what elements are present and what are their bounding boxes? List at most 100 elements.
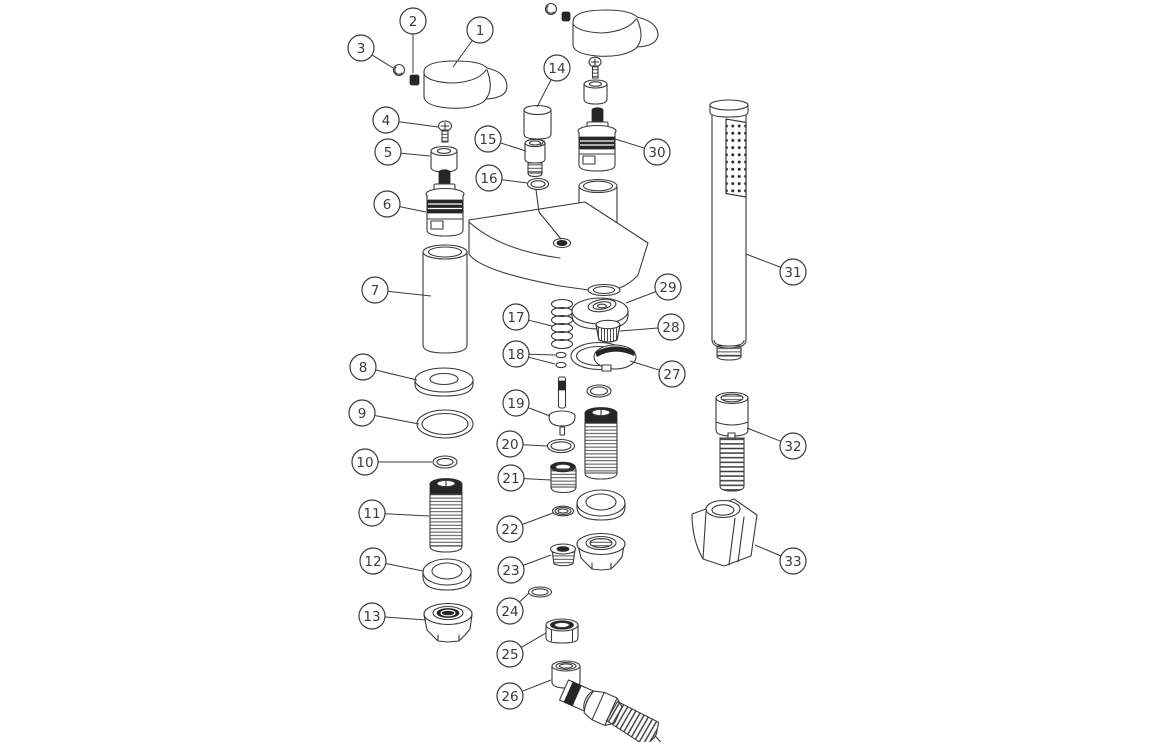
part-oring-24: [527, 586, 553, 598]
callout-circle-7: [361, 276, 389, 304]
part-oring-20: [546, 438, 576, 454]
callout-circle-9: [348, 399, 376, 427]
callout-number-3: 3: [357, 41, 366, 57]
callout-leader-29: [625, 291, 657, 304]
callout-leader-14: [536, 79, 552, 108]
callout-leader-22: [522, 512, 554, 525]
part-elbow-26: [551, 660, 663, 742]
part-threaded-insert-21: [550, 461, 577, 494]
callout-circle-10: [351, 448, 379, 476]
part-wall-bracket-33: [691, 498, 758, 567]
callout-circle-11: [358, 499, 386, 527]
callout-circle-8: [349, 353, 377, 381]
callout-leader-11: [384, 513, 430, 517]
callout-circle-27: [658, 360, 686, 388]
callout-leader-31: [745, 253, 782, 268]
callout-number-10: 10: [356, 455, 373, 471]
callout-circle-14: [543, 54, 571, 82]
callout-number-26: 26: [501, 689, 518, 705]
callout-number-27: 27: [663, 367, 680, 383]
part-spacer-right: [583, 79, 608, 105]
callout-circle-12: [359, 547, 387, 575]
callout-leader-30: [614, 138, 645, 149]
part-handle-left: [423, 60, 508, 109]
part-shower-handset-31: [709, 99, 749, 361]
part-spacer-left: [430, 145, 458, 173]
part-handle-plug-left: [409, 74, 420, 86]
callout-number-33: 33: [784, 554, 801, 570]
part-threaded-shank-11: [429, 478, 463, 553]
callout-leader-18: [528, 356, 556, 365]
part-handle-plug-right: [561, 11, 571, 22]
part-washer-center: [576, 489, 626, 521]
callout-leader-24: [519, 592, 530, 603]
part-oring-duplicate-top: [586, 384, 612, 398]
callout-leader-6: [399, 206, 427, 213]
callout-number-12: 12: [364, 554, 381, 570]
callout-circle-23: [497, 556, 525, 584]
callout-balloons: 1234567891011121314151617181920212223242…: [347, 7, 807, 710]
part-backnut-center: [576, 532, 626, 571]
part-orings-18: [555, 351, 567, 369]
part-cylinder-14: [523, 104, 552, 140]
callout-leader-4: [398, 121, 439, 128]
callout-number-20: 20: [501, 437, 518, 453]
callout-circle-25: [496, 640, 524, 668]
callout-circle-6: [373, 190, 401, 218]
callout-leader-18: [528, 353, 556, 356]
callout-leader-25: [520, 632, 547, 648]
callout-number-17: 17: [507, 310, 524, 326]
callout-circle-21: [497, 464, 525, 492]
callout-number-2: 2: [409, 14, 418, 30]
part-diverter-cap-27: [570, 341, 637, 372]
callout-circle-32: [779, 432, 807, 460]
callout-circle-16: [475, 164, 503, 192]
callout-number-18: 18: [507, 347, 524, 363]
callout-leader-7: [387, 290, 432, 297]
callout-circle-22: [496, 515, 524, 543]
callout-leader-26: [521, 679, 552, 692]
callout-number-6: 6: [383, 197, 392, 213]
part-oring-16: [526, 177, 562, 240]
callout-number-31: 31: [784, 265, 801, 281]
part-washer-8: [414, 367, 474, 397]
callout-number-32: 32: [784, 439, 801, 455]
callout-number-30: 30: [648, 145, 665, 161]
callout-leader-20: [522, 444, 548, 447]
callout-number-7: 7: [371, 283, 380, 299]
callout-leader-17: [528, 319, 553, 327]
part-cartridge-30: [577, 107, 617, 172]
callout-circle-3: [347, 34, 375, 62]
callout-circle-31: [779, 258, 807, 286]
callout-number-23: 23: [502, 563, 519, 579]
callout-number-9: 9: [358, 406, 367, 422]
callout-number-21: 21: [502, 471, 519, 487]
callout-circle-18: [502, 340, 530, 368]
callout-circle-28: [657, 313, 685, 341]
callout-leader-8: [375, 369, 418, 381]
callout-leader-32: [746, 427, 782, 442]
callout-leader-16: [501, 179, 528, 184]
part-backnut-13: [423, 602, 473, 643]
callout-circle-4: [372, 106, 400, 134]
callout-number-1: 1: [476, 23, 485, 39]
part-threaded-shank-center: [584, 407, 618, 480]
callout-number-14: 14: [548, 61, 565, 77]
callout-number-16: 16: [480, 171, 497, 187]
callout-number-11: 11: [363, 506, 380, 522]
part-valve-15: [524, 138, 546, 178]
part-washer-12: [422, 558, 472, 591]
callout-circle-30: [643, 138, 671, 166]
callout-circle-33: [779, 547, 807, 575]
callout-leader-5: [400, 152, 431, 157]
callout-leader-13: [384, 616, 427, 621]
part-cartridge-left: [425, 169, 465, 237]
callout-circle-20: [496, 430, 524, 458]
callout-leader-15: [500, 142, 527, 152]
part-fixing-screw-right: [588, 56, 602, 79]
callout-number-8: 8: [359, 360, 368, 376]
callout-leader-27: [629, 360, 660, 371]
part-handle-screw-left: [392, 63, 406, 77]
callout-number-24: 24: [501, 604, 518, 620]
